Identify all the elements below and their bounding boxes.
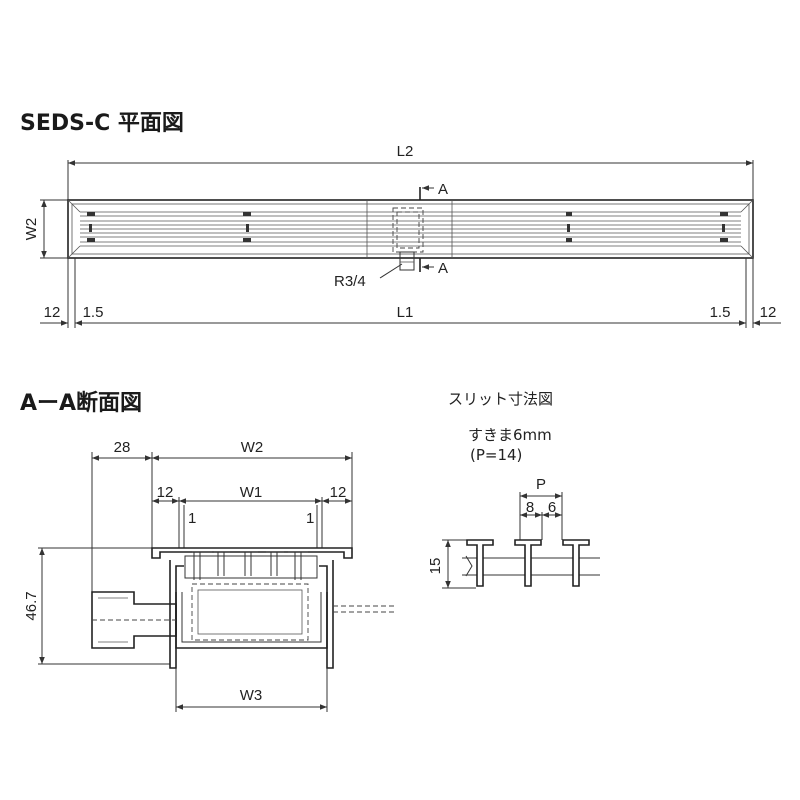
section-grating [184, 551, 318, 580]
w3-label: W3 [240, 687, 263, 704]
d15-label: 15 [427, 558, 444, 575]
section-view: AーA断面図 28 W2 12 W1 12 1 1 46.7 [20, 390, 396, 712]
section-outlet-pipe [91, 591, 177, 649]
plan-support-marks [87, 212, 728, 242]
slit-t-bars [466, 539, 590, 587]
plan-drain-box [392, 207, 424, 253]
d28-label: 28 [114, 439, 131, 456]
d1-right-label: 1 [306, 510, 314, 527]
d8-label: 8 [526, 499, 534, 516]
p-label: P [536, 476, 546, 493]
outlet-leader [379, 263, 403, 279]
w2-label: W2 [23, 218, 40, 241]
slit-note-pitch: (P=14) [470, 446, 522, 464]
plan-outer-frame [67, 199, 754, 259]
slit-break-symbol [465, 555, 473, 577]
section-drain-box [191, 583, 309, 641]
h467-label: 46.7 [23, 591, 40, 620]
plan-view: SEDS-C 平面図 L2 W2 [20, 111, 781, 328]
corner-br [740, 245, 754, 259]
l1-label: L1 [397, 304, 414, 321]
d1-left-label: 1 [188, 510, 196, 527]
plan-slits [80, 211, 741, 247]
slit-detail: スリット寸法図 すきま6mm (P=14) P 8 6 15 [427, 390, 600, 589]
corner-tr [740, 199, 754, 213]
section-trough-inner [181, 592, 322, 643]
outlet-label: R3/4 [334, 273, 366, 290]
right12-label: 12 [760, 304, 777, 321]
slit-title: スリット寸法図 [448, 390, 553, 408]
d12-left-label: 12 [157, 484, 174, 501]
section-cover-top [151, 547, 353, 559]
d6-label: 6 [548, 499, 556, 516]
plan-title: SEDS-C 平面図 [20, 111, 184, 136]
plan-drain-box-inner [396, 211, 420, 249]
corner-tl [67, 199, 81, 213]
section-label-bottom: A [438, 260, 448, 277]
right15-label: 1.5 [710, 304, 731, 321]
plan-outlet-pipe [399, 251, 415, 271]
l2-label: L2 [397, 143, 414, 160]
corner-bl [67, 245, 81, 259]
d12-right-label: 12 [330, 484, 347, 501]
section-title: AーA断面図 [20, 390, 142, 416]
left15-label: 1.5 [83, 304, 104, 321]
left12-label: 12 [44, 304, 61, 321]
plan-inner-frame [71, 203, 750, 255]
w2-section-label: W2 [241, 439, 264, 456]
section-drain-box-inner [197, 589, 303, 635]
section-label-top: A [438, 181, 448, 198]
w1-label: W1 [240, 484, 263, 501]
slit-note-gap: すきま6mm [468, 426, 552, 444]
